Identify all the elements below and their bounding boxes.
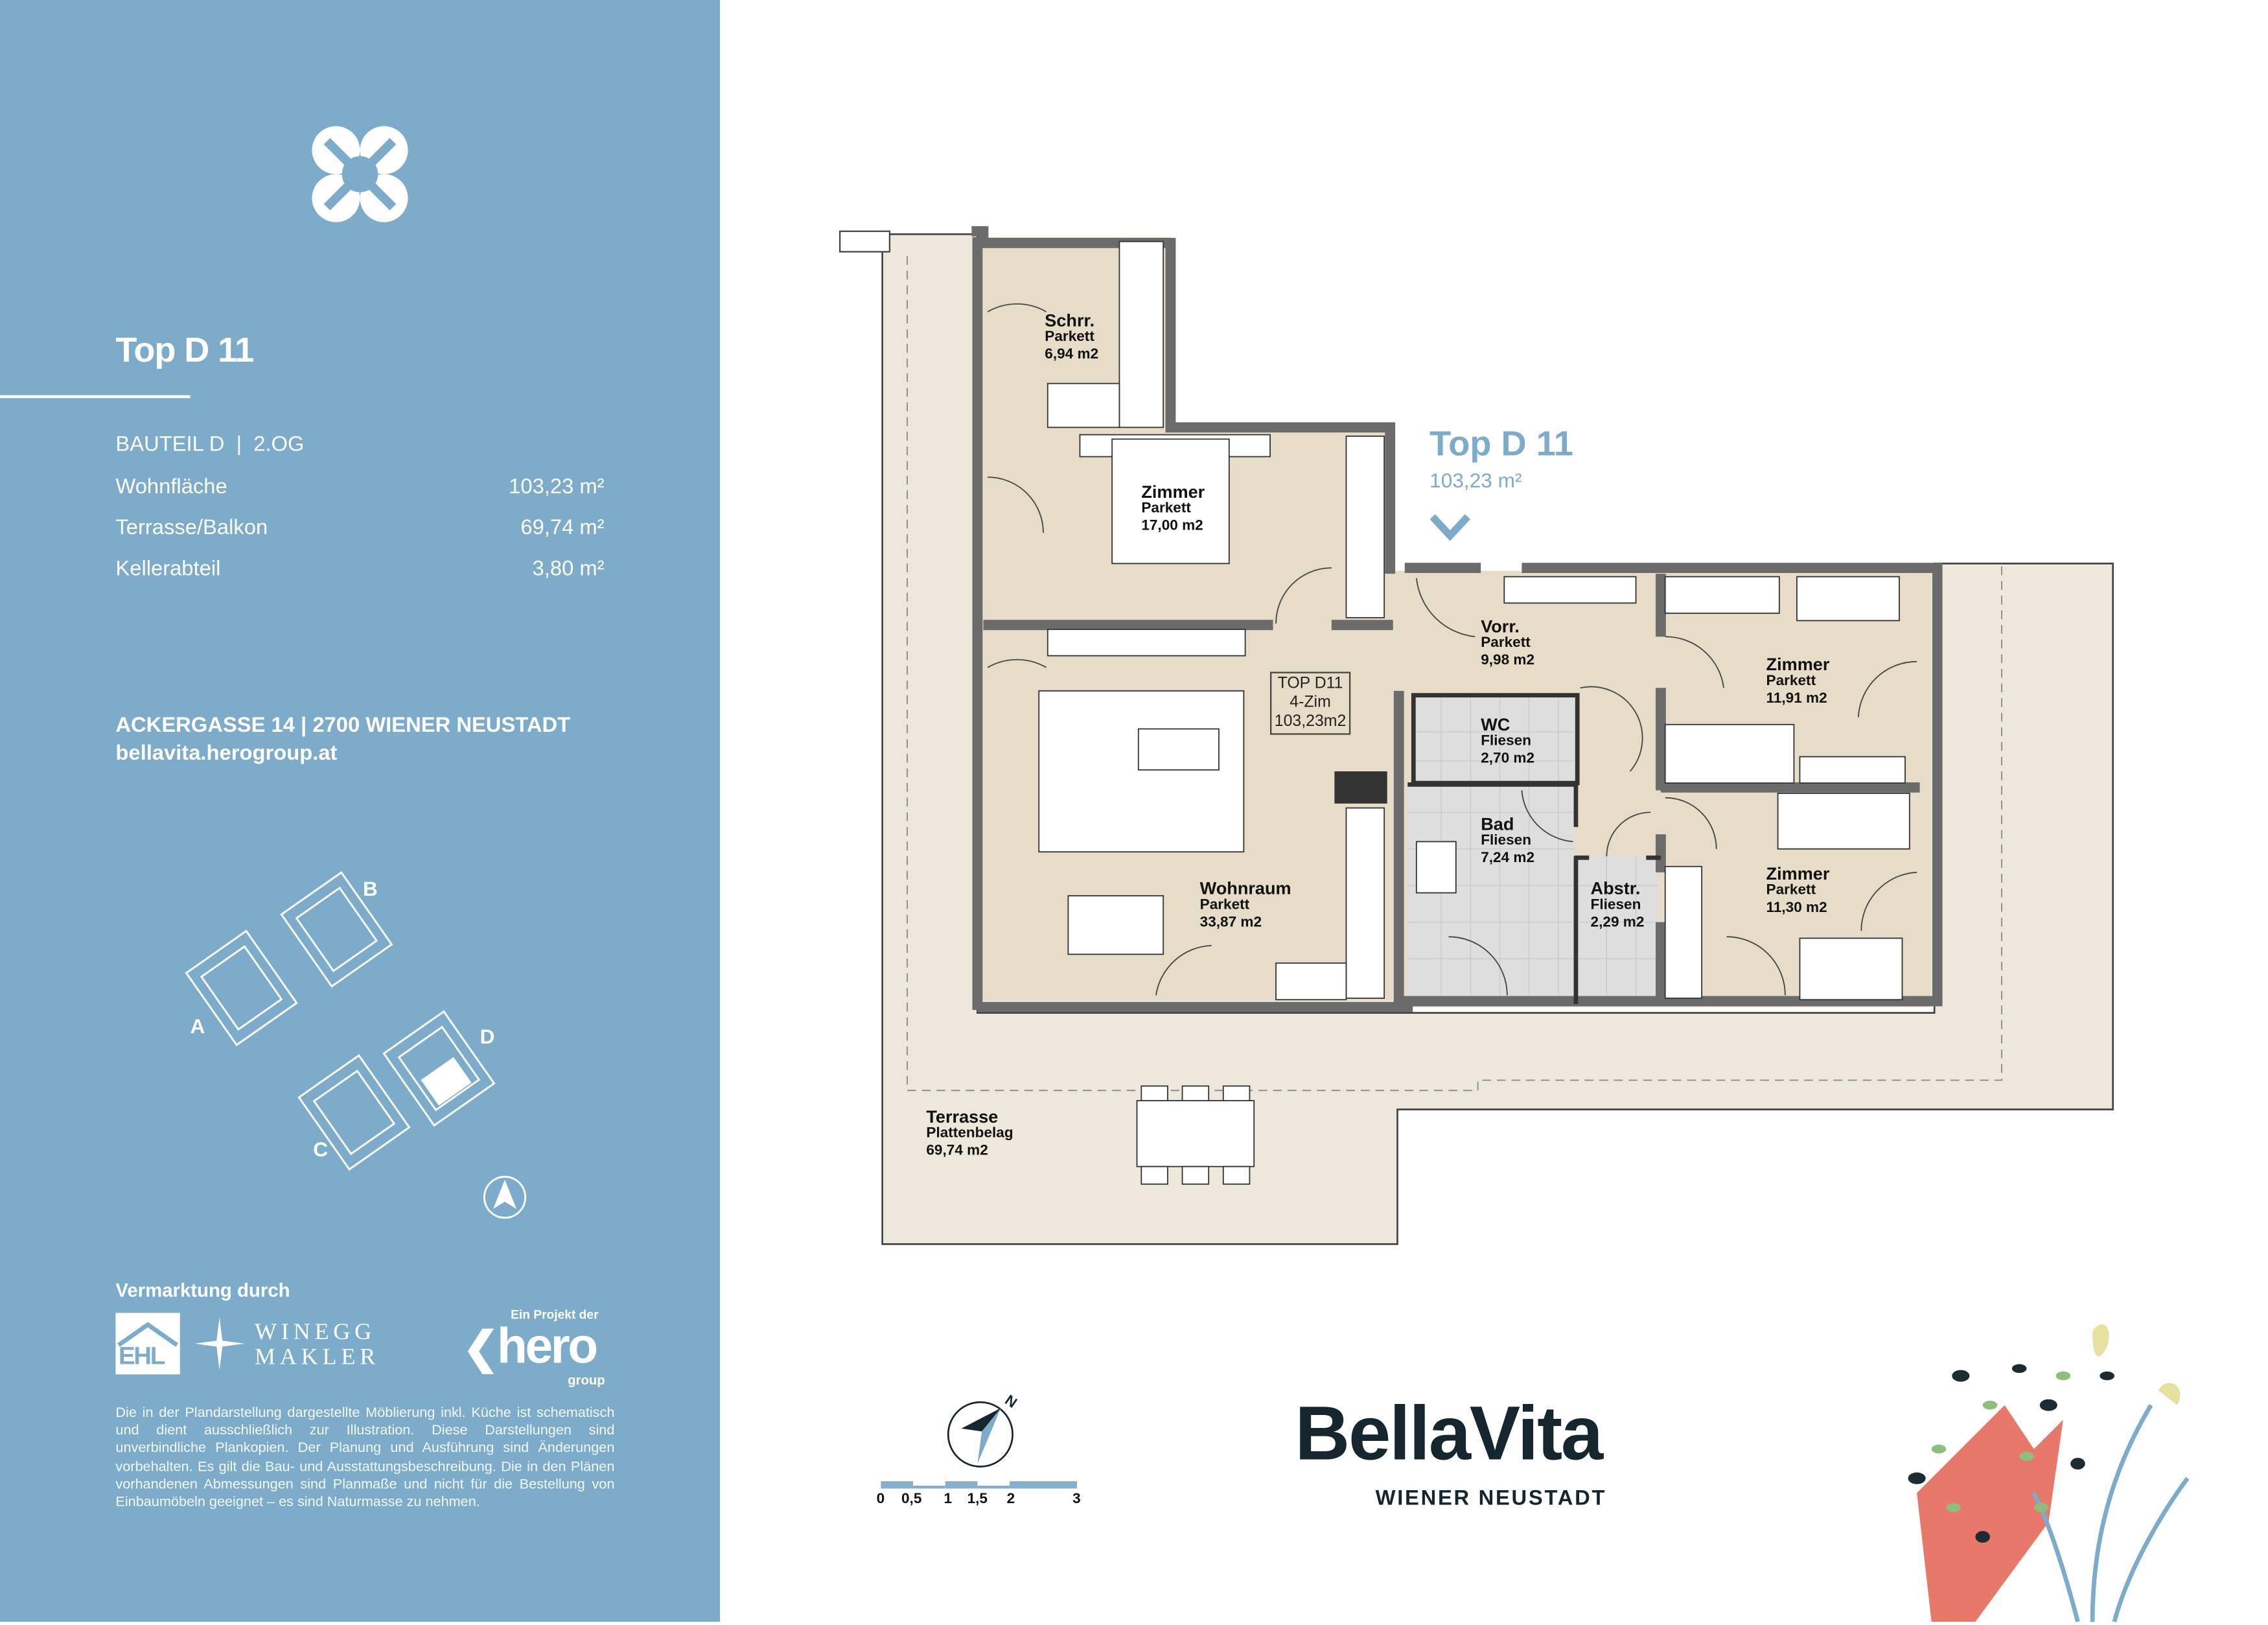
bath-tiles <box>1407 695 1658 1005</box>
unit-title: Top D 11 <box>115 331 254 371</box>
hero-suffix: group <box>568 1373 605 1388</box>
scale-tick: 2 <box>1006 1491 1015 1508</box>
site-plan: A B C D <box>185 871 527 1219</box>
scale-tick: 3 <box>1072 1491 1081 1508</box>
building-label: A <box>191 1014 205 1038</box>
area-label: Wohnfläche <box>115 475 227 500</box>
area-label: Terrasse/Balkon <box>115 517 268 541</box>
bellavita-logo: BellaVita <box>1295 1392 1603 1477</box>
area-row: Wohnfläche 103,23 m² <box>115 476 604 499</box>
clover-logo-icon <box>312 126 408 222</box>
area-value: 103,23 m² <box>509 475 605 500</box>
area-row: Terrasse/Balkon 69,74 m² <box>115 517 604 540</box>
hero-prefix: Ein Projekt der <box>511 1307 599 1322</box>
door-swings <box>987 303 1917 996</box>
entrance-chevron-icon <box>1429 514 1471 541</box>
building-c <box>297 1054 411 1171</box>
hero-text: hero <box>496 1318 598 1375</box>
marketing-label: Vermarktung durch <box>115 1279 290 1302</box>
scale-tick: 0,5 <box>901 1491 922 1508</box>
hero-logo: ❮hero <box>462 1318 599 1375</box>
compass-icon: N <box>947 1392 1020 1467</box>
building-d <box>382 1010 496 1127</box>
building-label: D <box>480 1025 495 1048</box>
compass-north-label: N <box>1002 1392 1020 1411</box>
scale-tick: 1,5 <box>967 1491 988 1508</box>
winegg-star-icon <box>194 1317 245 1370</box>
walls <box>971 226 1943 1012</box>
info-sidebar: Top D 11 BAUTEIL D | 2.OG Wohnfläche 103,… <box>0 0 720 1622</box>
scale-bar <box>881 1481 1077 1489</box>
divider <box>0 395 191 399</box>
ehl-logo-text: EHL <box>118 1342 165 1370</box>
area-value: 3,80 m² <box>532 557 605 581</box>
area-label: Kellerabteil <box>115 557 221 581</box>
furniture <box>1038 240 1910 1185</box>
disclaimer: Die in der Plandarstellung dargestellte … <box>115 1405 615 1511</box>
bellavita-subtitle: WIENER NEUSTADT <box>1375 1487 1607 1511</box>
building-floor: BAUTEIL D | 2.OG <box>115 433 305 457</box>
scale-tick: 1 <box>943 1491 953 1508</box>
plan-unit-area: 103,23 m² <box>1429 468 1522 492</box>
area-value: 69,74 m² <box>520 517 605 541</box>
building-label: B <box>363 877 378 900</box>
makler-text: MAKLER <box>254 1345 380 1370</box>
building-a <box>185 929 298 1047</box>
building-b <box>280 871 393 988</box>
ehl-logo: EHL <box>115 1313 180 1375</box>
flower-illustration <box>1908 1324 2190 1622</box>
north-arrow-icon <box>483 1176 527 1219</box>
scale-tick: 0 <box>876 1491 885 1508</box>
building-label: C <box>313 1138 328 1161</box>
address: ACKERGASSE 14 | 2700 WIENER NEUSTADT <box>115 714 571 738</box>
plan-unit-title: Top D 11 <box>1429 424 1574 464</box>
winegg-text: WINEGG <box>254 1320 376 1346</box>
website-link[interactable]: bellavita.herogroup.at <box>115 742 338 766</box>
area-row: Kellerabteil 3,80 m² <box>115 557 604 581</box>
